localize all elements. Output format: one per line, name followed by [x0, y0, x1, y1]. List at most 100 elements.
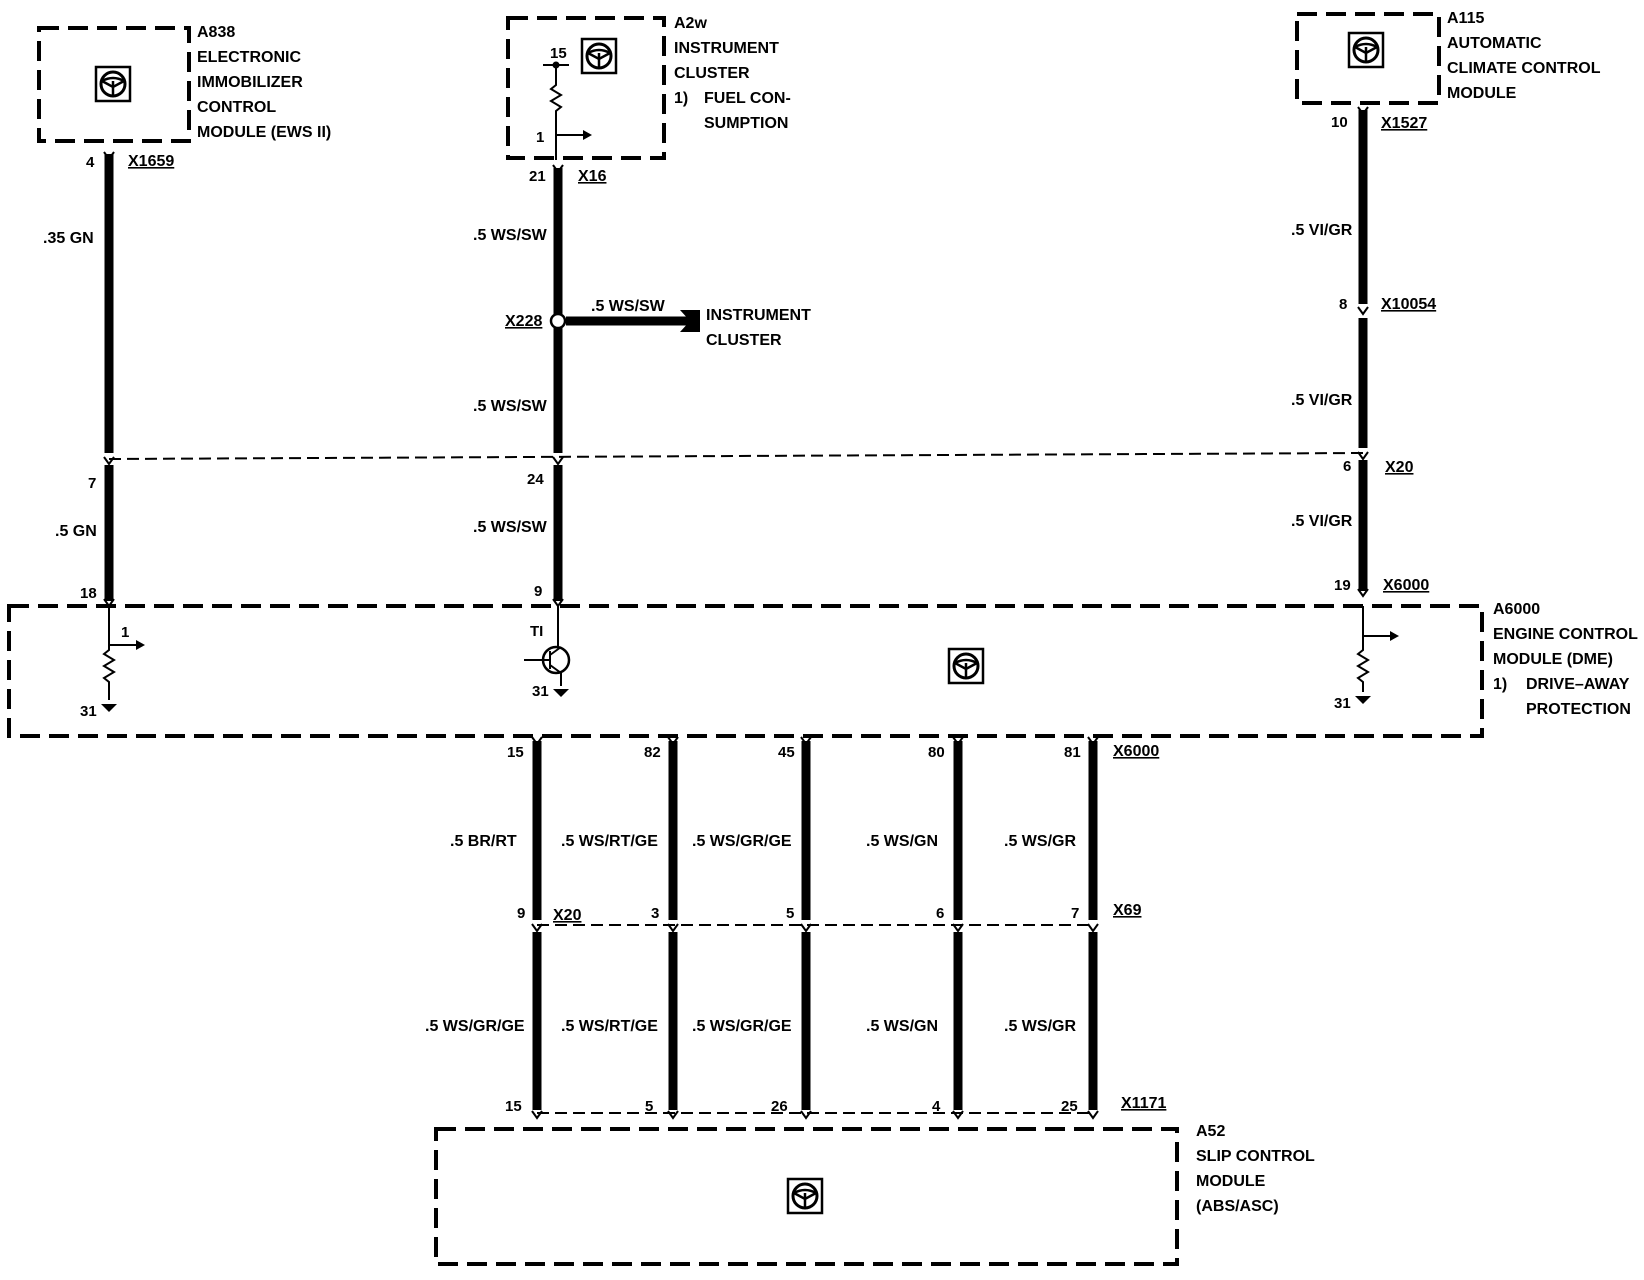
module-a838: A838 ELECTRONIC IMMOBILIZER CONTROL MODU…: [37, 24, 331, 143]
connector-x69-label: X69: [1113, 902, 1142, 919]
module-a52-line-2: MODULE: [1196, 1173, 1266, 1190]
pin-label: 24: [527, 471, 544, 488]
pin-label: 80: [928, 744, 945, 761]
pin-label: 6: [1343, 458, 1351, 475]
pin-label: 26: [771, 1098, 788, 1115]
pin-label: 7: [1071, 905, 1079, 922]
wire-color-label: .5 WS/RT/GE: [561, 1018, 658, 1035]
module-a6000-line-1: ENGINE CONTROL: [1493, 626, 1638, 643]
pin-label: 15: [507, 744, 524, 761]
connector-x1171-label: X1171: [1121, 1095, 1166, 1112]
module-a6000: A6000 ENGINE CONTROL MODULE (DME) 1) DRI…: [7, 601, 1638, 738]
module-a115-line-3: MODULE: [1447, 85, 1517, 102]
module-a52-code: A52: [1196, 1123, 1225, 1140]
pin-label: 7: [88, 475, 96, 492]
connector-x6000-label: X6000: [1383, 577, 1429, 594]
wire-color-label: .5 WS/GR/GE: [692, 833, 792, 850]
module-a6000-line-2: MODULE (DME): [1493, 651, 1613, 668]
module-a2w-box: [506, 16, 666, 160]
pin-label: 81: [1064, 744, 1081, 761]
a6000-right-internal: 31: [1334, 606, 1399, 712]
module-a6000-box: [7, 604, 1484, 738]
module-a2w-note-2: SUMPTION: [704, 115, 788, 132]
pin-label: 3: [651, 905, 659, 922]
connector-x20-bus: [108, 452, 1364, 460]
wire-color-label: .5 WS/RT/GE: [561, 833, 658, 850]
wire-color-label: .5 WS/SW: [473, 227, 548, 244]
ground-left-label: 31: [80, 703, 97, 720]
wire-left-upper: 4 X1659 .35 GN 7 .5 GN 18: [43, 151, 174, 607]
splice-x228: X228 .5 WS/SW INSTRUMENT CLUSTER: [505, 298, 811, 349]
wire-color-label: .35 GN: [43, 230, 94, 247]
connector-pin-icon: [552, 456, 564, 465]
wire-color-label: .5 WS/GN: [866, 1018, 938, 1035]
pin-label: 6: [936, 905, 944, 922]
branch-dest-line-1: INSTRUMENT: [706, 307, 811, 324]
wire-color-label: .5 WS/SW: [473, 519, 548, 536]
control-module-icon: [947, 647, 985, 685]
wire-color-label: .5 WS/GR: [1004, 833, 1076, 850]
module-a115-code: A115: [1447, 10, 1484, 27]
ground-mid-label: 31: [532, 683, 549, 700]
module-a6000-note-num: 1): [1493, 676, 1507, 693]
module-a838-box: [37, 26, 191, 143]
a2w-pin-15: 15: [550, 45, 567, 62]
branch-wire-color: .5 WS/SW: [591, 298, 666, 315]
module-a2w-line-1: INSTRUMENT: [674, 40, 779, 57]
arrow-right-icon: [1390, 631, 1399, 641]
arrow-right-icon: [583, 130, 592, 140]
connector-x6000-bottom-label: X6000: [1113, 743, 1159, 760]
pin-label: 5: [786, 905, 794, 922]
wire-mid-upper: 21 X16 .5 WS/SW .5 WS/SW 24 .5 WS/SW 9: [473, 164, 607, 607]
wire-color-label: .5 GN: [55, 523, 97, 540]
ground-right-label: 31: [1334, 695, 1351, 712]
connector-pin-icon: [1087, 1110, 1099, 1119]
module-a2w: 15 1 A2w INSTRUMENT CLUSTER 1) FUEL CON-…: [506, 15, 791, 160]
pin-label: 9: [534, 583, 542, 600]
module-a838-line-1: ELECTRONIC: [197, 49, 301, 66]
pin-label: 21: [529, 168, 546, 185]
wire-color-label: .5 VI/GR: [1291, 513, 1353, 530]
wire-color-label: .5 WS/GR: [1004, 1018, 1076, 1035]
module-a115-box: [1295, 12, 1441, 105]
a6000-mid-internal: TI 31: [524, 606, 571, 700]
arrow-right-icon: [136, 640, 145, 650]
connector-x1527-label: X1527: [1381, 115, 1427, 132]
pin-label: 4: [932, 1098, 941, 1115]
pin-label: 10: [1331, 114, 1348, 131]
module-a838-code: A838: [197, 24, 235, 41]
lower-wires: X6000 X20 X69 X1171 15.5 BR/RT9.5 WS/GR/…: [425, 736, 1166, 1119]
wire-color-label: .5 WS/SW: [473, 398, 548, 415]
connector-x20-bottom-label: X20: [553, 907, 582, 924]
control-module-icon: [580, 37, 618, 75]
pin-label: 4: [86, 154, 95, 171]
connector-x10054-label: X10054: [1381, 296, 1436, 313]
pin-label: 45: [778, 744, 795, 761]
pin-label: 19: [1334, 577, 1351, 594]
module-a6000-code: A6000: [1493, 601, 1540, 618]
module-a838-line-3: CONTROL: [197, 99, 276, 116]
control-module-icon: [786, 1177, 824, 1215]
a6000-left-pin-1: 1: [121, 624, 129, 641]
wire-right-upper: 10 X1527 .5 VI/GR 8 X10054 .5 VI/GR 6 X2…: [1291, 106, 1436, 597]
connector-pin-icon: [800, 1110, 812, 1119]
module-a6000-note-1: DRIVE–AWAY: [1526, 676, 1630, 693]
wire-color-label: .5 VI/GR: [1291, 392, 1353, 409]
wire-color-label: .5 VI/GR: [1291, 222, 1353, 239]
module-a52-line-1: SLIP CONTROL: [1196, 1148, 1315, 1165]
a2w-pin-1: 1: [536, 129, 544, 146]
module-a52-box: [434, 1127, 1179, 1266]
pin-label: 15: [505, 1098, 522, 1115]
transistor-leads: [524, 606, 562, 686]
ground-icon: [553, 689, 569, 697]
module-a52-line-3: (ABS/ASC): [1196, 1198, 1279, 1215]
module-a2w-code: A2w: [674, 15, 707, 32]
wire-color-label: .5 WS/GN: [866, 833, 938, 850]
module-a52: A52 SLIP CONTROL MODULE (ABS/ASC): [434, 1123, 1315, 1266]
resistor-symbol: [102, 606, 116, 700]
module-a838-line-2: IMMOBILIZER: [197, 74, 303, 91]
connector-plug-icon: [680, 310, 700, 332]
pin-label: 18: [80, 585, 97, 602]
splice-node: [549, 312, 567, 330]
transistor-ti-label: TI: [530, 623, 543, 640]
